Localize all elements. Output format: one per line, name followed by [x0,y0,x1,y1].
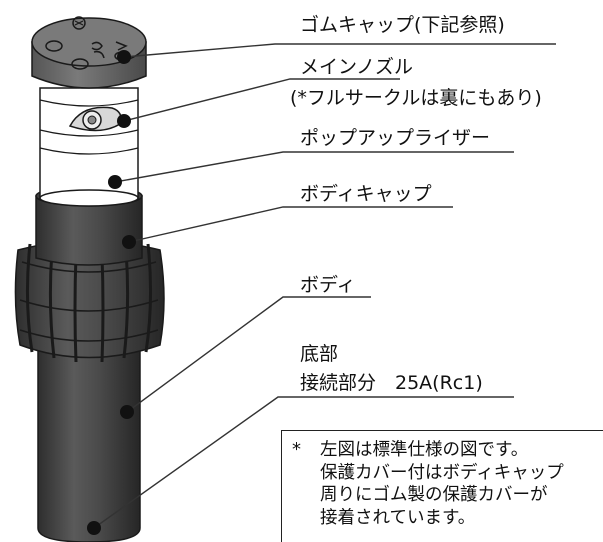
label-main-nozzle-note: (*フルサークルは裏にもあり) [290,87,542,109]
dot-body-cap [122,235,136,249]
nozzle-shape [68,106,122,132]
popup-riser-shape [39,87,139,207]
leader-body [126,296,371,413]
leader-body-cap [128,206,453,243]
label-popup-riser: ポップアップライザー [300,127,491,149]
dot-main-nozzle [117,114,131,128]
note-line: 周りにゴム製の保護カバーが [320,485,548,505]
label-body: ボディ [300,274,356,296]
leader-lines [93,43,556,529]
leader-popup-riser [114,151,514,183]
label-rubber-cap: ゴムキャップ(下記参照) [300,14,505,36]
dot-bottom [87,521,101,535]
note-text: 左図は標準仕様の図です。 保護カバー付はボディキャップ 周りにゴム製の保護カバー… [320,439,564,529]
dot-body [120,405,134,419]
dot-rubber-cap [117,50,131,64]
rubber-cap-shape [31,16,147,89]
label-body-cap: ボディキャップ [300,183,432,205]
pointer-dots [87,50,136,535]
note-box: * 左図は標準仕様の図です。 保護カバー付はボディキャップ 周りにゴム製の保護カ… [281,430,603,542]
note-line: 左図は標準仕様の図です。 [320,440,529,460]
leader-main-nozzle [123,78,400,122]
leader-rubber-cap [123,43,556,58]
note-line: 接着されています。 [320,507,476,528]
label-connection: 接続部分 25A(Rc1) [300,372,483,394]
dot-popup-riser [108,175,122,189]
leader-bottom [93,396,514,529]
note-marker: * [292,439,301,460]
label-bottom: 底部 [300,343,339,365]
label-main-nozzle: メインノズル [300,56,414,78]
note-line: 保護カバー付はボディキャップ [320,462,564,483]
